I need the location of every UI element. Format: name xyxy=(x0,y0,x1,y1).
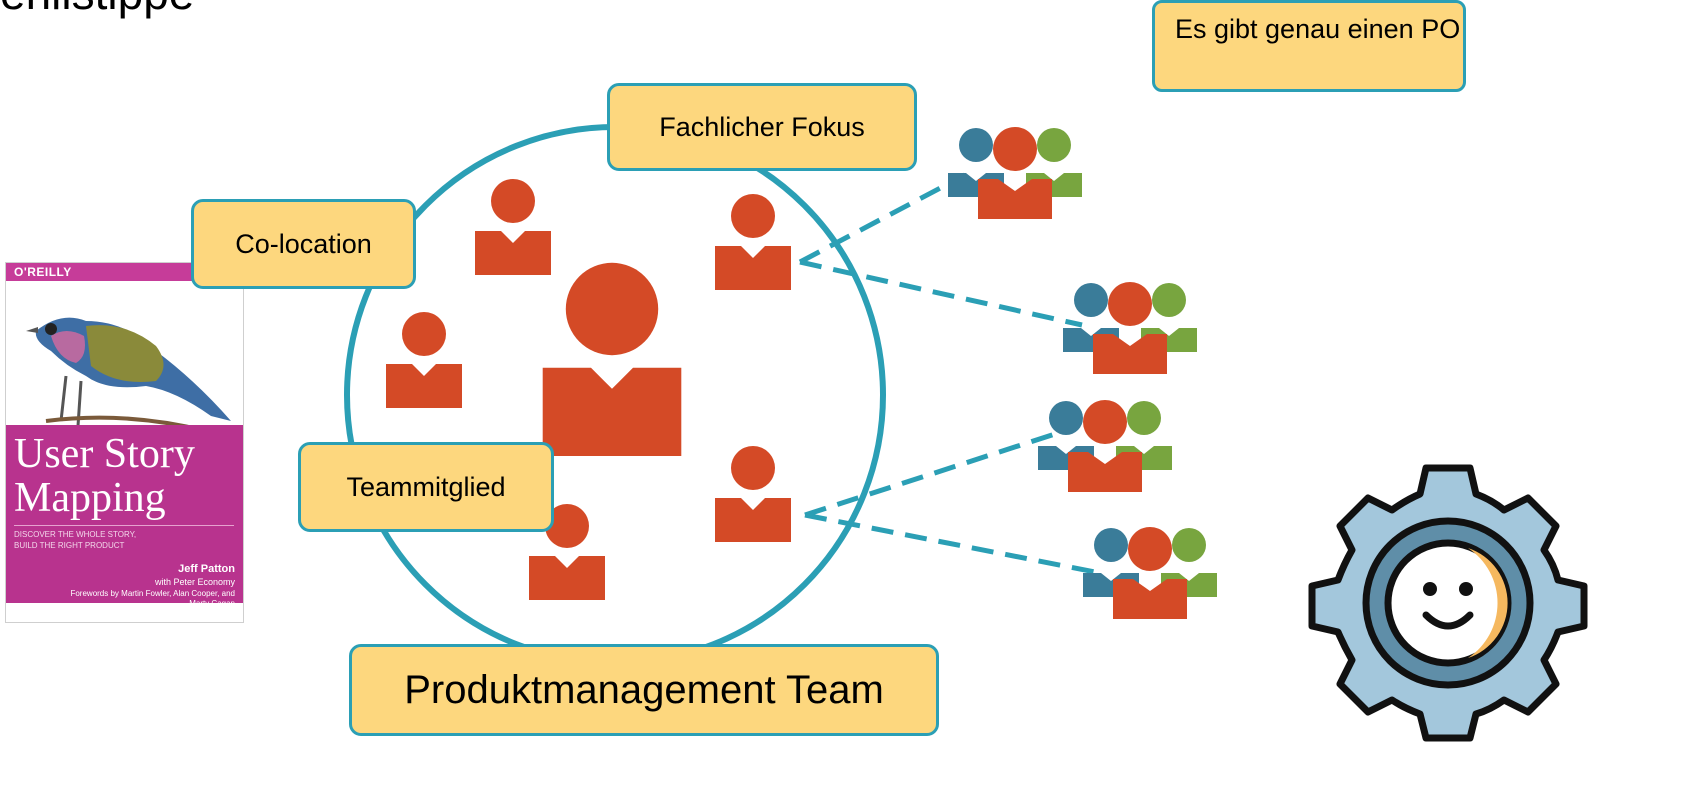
book-divider xyxy=(14,525,234,526)
person-icon xyxy=(715,446,791,542)
book-title-line1: User Story xyxy=(14,431,195,477)
bird-illustration xyxy=(26,317,231,433)
label-teammitglied: Teammitglied xyxy=(298,442,554,532)
book-subtitle: DISCOVER THE WHOLE STORY, BUILD THE RIGH… xyxy=(14,530,137,550)
page-title: enlistippe xyxy=(0,0,194,20)
book-author: Jeff Patton xyxy=(178,563,235,575)
gear-smiley-icon xyxy=(1308,464,1588,742)
label-co-location: Co-location xyxy=(191,199,416,289)
group-icon xyxy=(1038,400,1172,492)
connector-lines xyxy=(798,172,1101,576)
group-icon xyxy=(1063,282,1197,374)
po-note: Es gibt genau einen PO xyxy=(1152,0,1466,92)
book-publisher: O'REILLY xyxy=(14,265,72,279)
book-cover: O'REILLY User Story Mapping DISCOVER THE… xyxy=(5,262,244,623)
product-owner-icon xyxy=(542,262,682,456)
person-icon xyxy=(475,179,551,275)
book-publisher-bar: O'REILLY xyxy=(6,263,243,281)
group-icon xyxy=(948,127,1082,219)
book-coauthor: with Peter Economy xyxy=(154,577,235,587)
book-title-band xyxy=(6,425,243,603)
book-forewords: Forewords by Martin Fowler, Alan Cooper,… xyxy=(70,589,235,608)
person-icon xyxy=(715,194,791,290)
book-title-line2: Mapping xyxy=(14,475,166,521)
label-team: Produktmanagement Team xyxy=(349,644,939,736)
group-icon xyxy=(1083,527,1217,619)
person-icon xyxy=(386,312,462,408)
label-fachlicher-fokus: Fachlicher Fokus xyxy=(607,83,917,171)
